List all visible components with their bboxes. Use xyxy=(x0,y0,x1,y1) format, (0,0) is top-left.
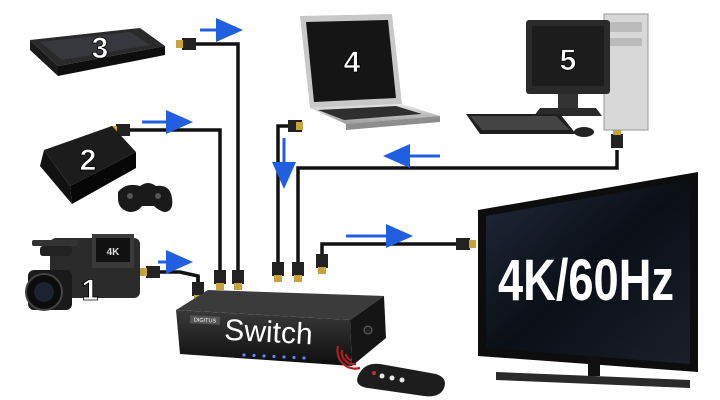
wireless-signal-icon xyxy=(336,345,361,370)
cable-laptop xyxy=(276,124,290,276)
blu-ray-player: 3 xyxy=(30,28,165,76)
device-number-3: 3 xyxy=(92,32,109,65)
game-console: 2 xyxy=(40,126,173,212)
television: 4K/60Hz xyxy=(478,172,698,388)
cable-camcorder xyxy=(155,270,200,296)
cable-player xyxy=(190,42,240,284)
switch-brand: DIGITUS xyxy=(194,317,217,324)
switch-label: Switch xyxy=(224,314,314,352)
remote-control-icon xyxy=(357,363,445,397)
camcorder-4k-badge: 4K xyxy=(107,247,121,258)
device-number-1: 1 xyxy=(82,274,99,307)
hdmi-plug-icon xyxy=(110,38,623,302)
desktop-computer: 5 xyxy=(466,13,649,137)
laptop: 4 xyxy=(300,14,440,130)
hdmi-switch-box: Switch DIGITUS xyxy=(176,290,386,366)
tv-screen-text: 4K/60Hz xyxy=(498,248,674,313)
switch-power-button xyxy=(363,325,373,335)
device-number-2: 2 xyxy=(80,144,97,177)
device-number-4: 4 xyxy=(344,46,361,79)
cable-desktop xyxy=(296,150,619,276)
gamepad-icon xyxy=(118,183,173,212)
cable-console xyxy=(123,128,222,284)
switch-port-leds xyxy=(242,353,306,360)
signal-arrows xyxy=(142,18,440,274)
device-number-5: 5 xyxy=(560,44,577,77)
cable-tv xyxy=(320,242,462,262)
camcorder: 4K 1 xyxy=(25,234,140,311)
